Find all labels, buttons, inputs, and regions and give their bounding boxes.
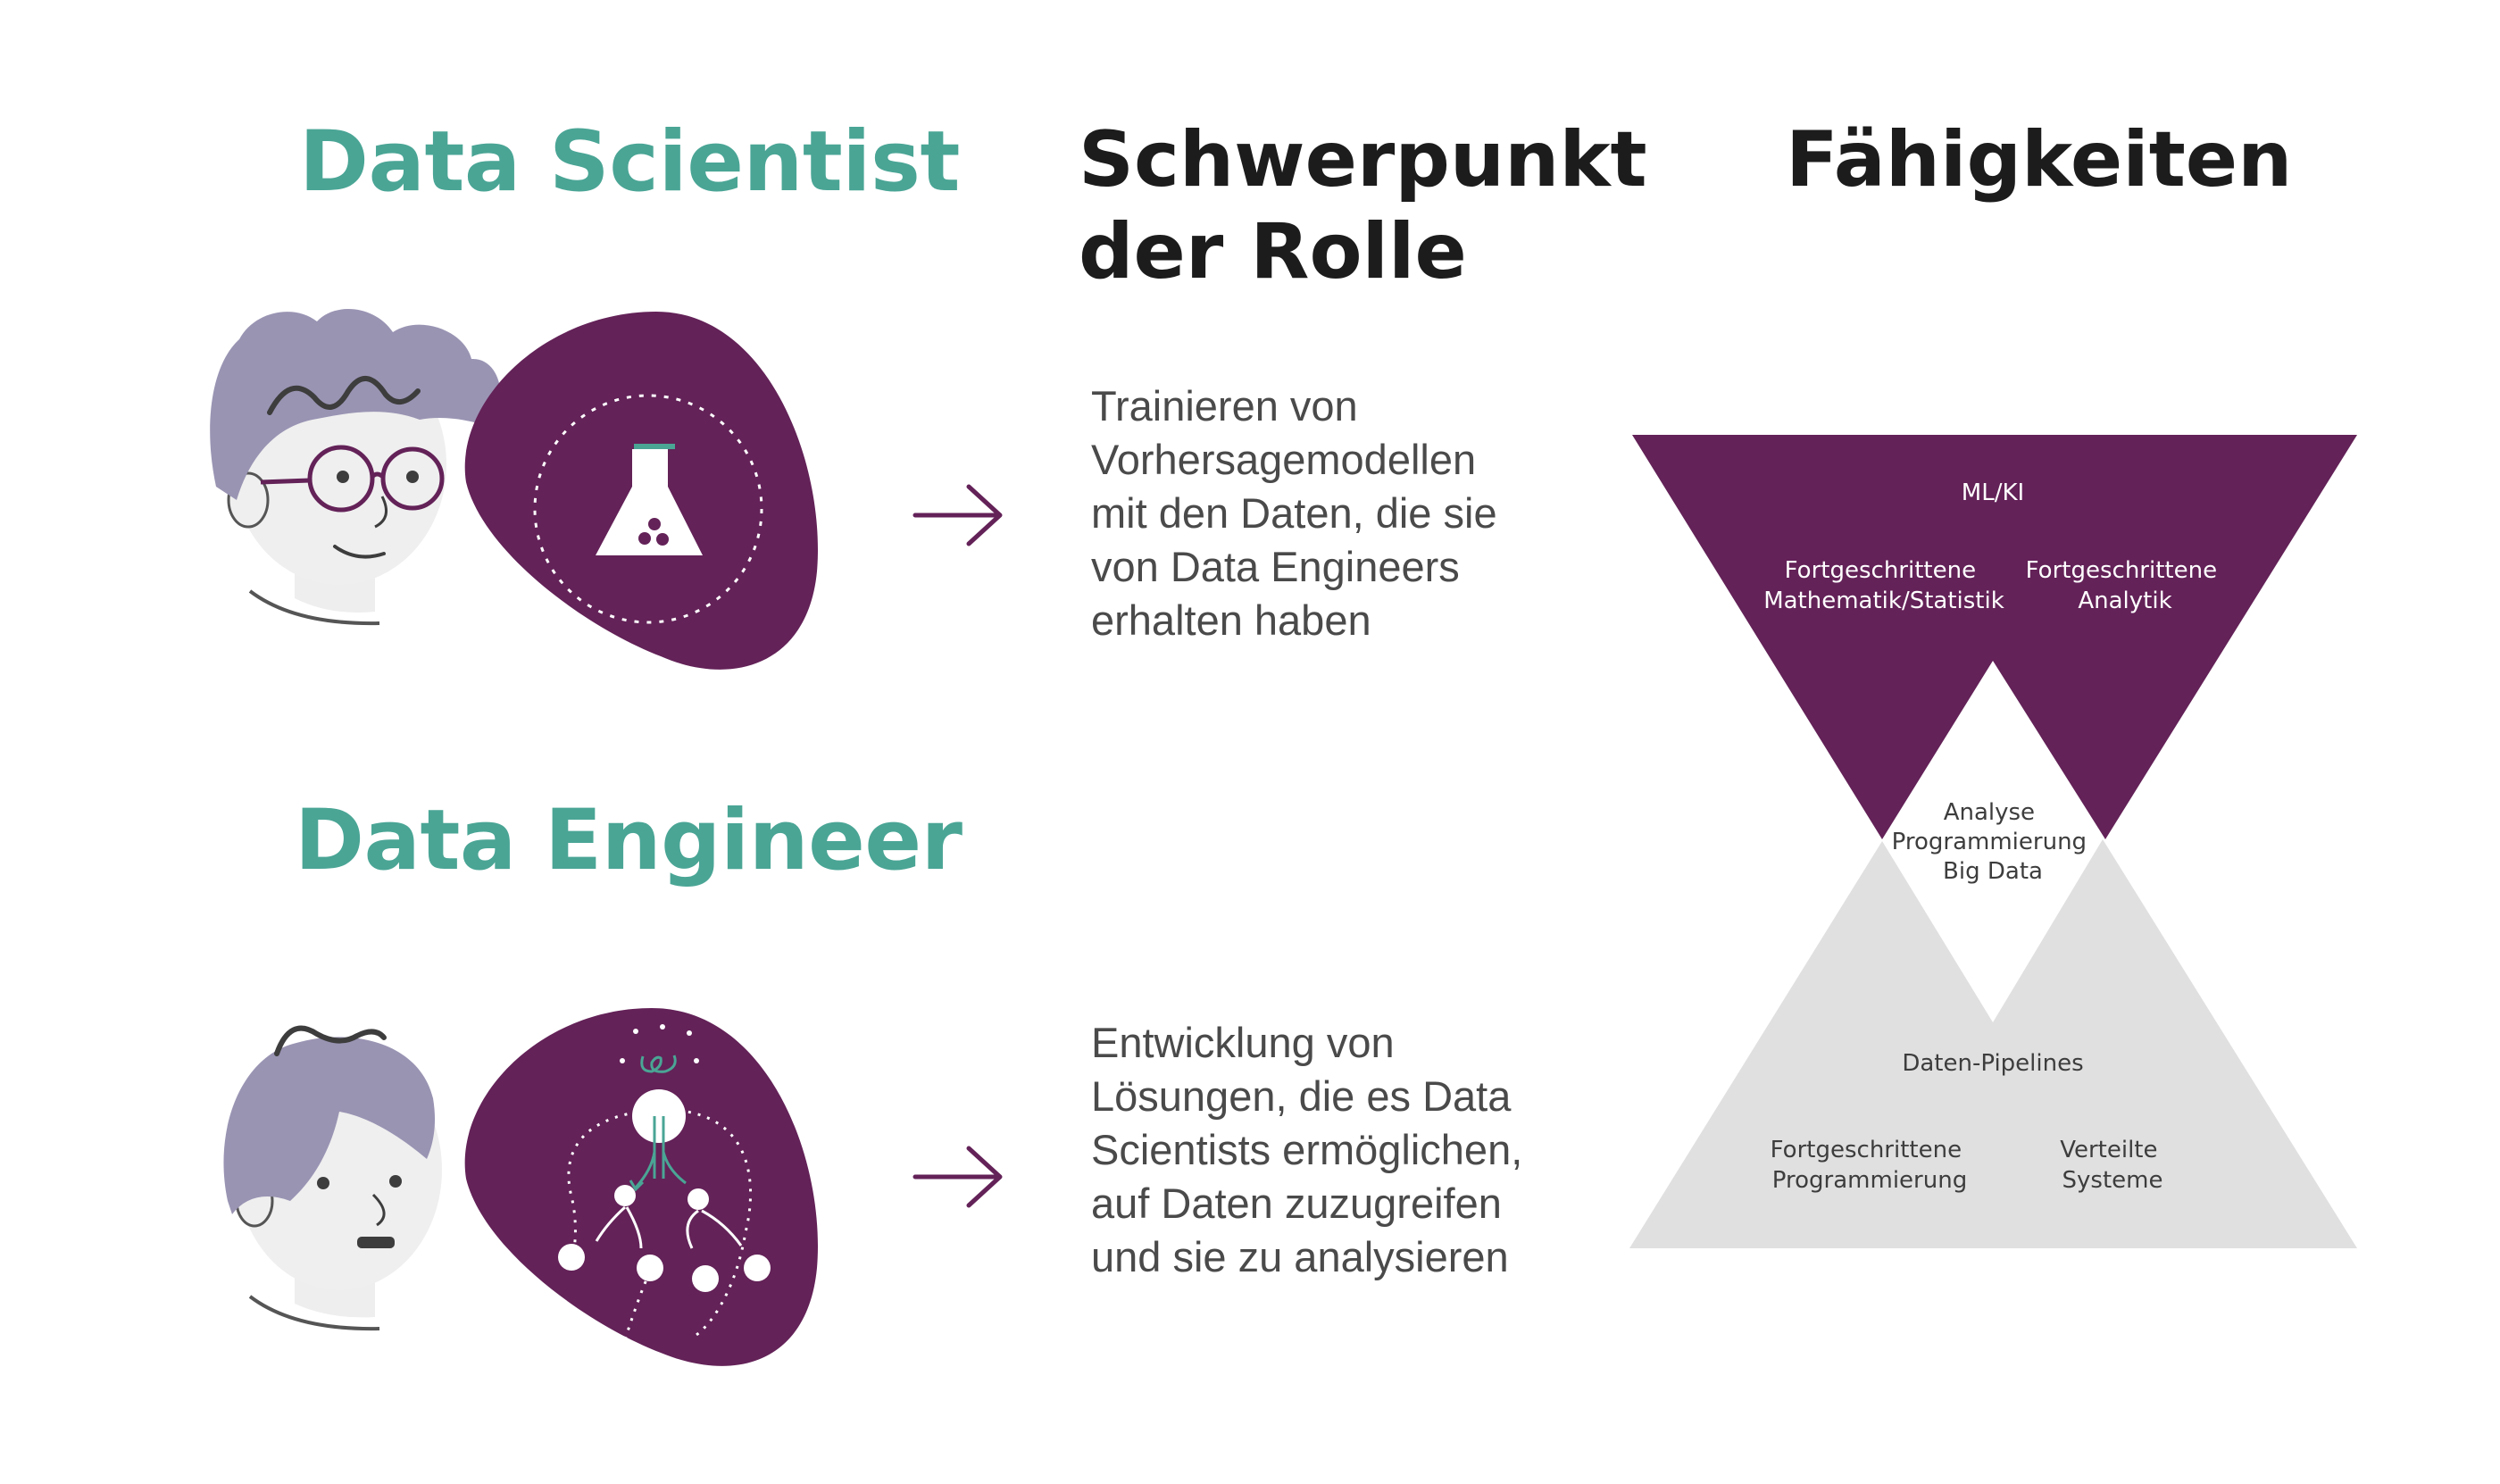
top-left-skill-line: Mathematik/Statistik [1763, 588, 2004, 614]
ds-shoulder-line [248, 589, 380, 626]
data-engineer-title: Data Engineer [295, 792, 962, 889]
de-desc-line: auf Daten zuzugreifen [1091, 1180, 1502, 1227]
ds-desc-line: von Data Engineers [1091, 543, 1460, 590]
de-mustache [357, 1237, 395, 1248]
ds-glasses-bridge [260, 471, 385, 485]
ds-mouth [333, 545, 386, 559]
top-left-skill-line: Fortgeschrittene [1785, 557, 1976, 584]
data-scientist-title: Data Scientist [299, 113, 960, 211]
ds-hair [210, 309, 501, 500]
focus-title-line-2: der Rolle [1079, 207, 1467, 297]
bottom-gray-shape [1629, 839, 2357, 1248]
ds-eye-left [337, 471, 349, 483]
de-eye-right [389, 1175, 402, 1188]
ds-hair-squiggle [267, 375, 421, 415]
bottom-left-skill: Fortgeschrittene Programmierung [1771, 1137, 1970, 1194]
bottom-right-skill-line: Verteilte [2060, 1137, 2157, 1163]
de-desc-line: Lösungen, die es Data [1091, 1072, 1512, 1120]
de-desc-line: und sie zu analysieren [1091, 1233, 1509, 1280]
de-desc-line: Scientists ermöglichen, [1091, 1126, 1523, 1173]
flask-badge [464, 312, 819, 670]
top-headline: ML/KI [1962, 479, 2024, 506]
ds-dotted-ring [533, 394, 763, 624]
focus-title-line-1: Schwerpunkt [1079, 115, 1647, 204]
flask-icon [596, 444, 703, 555]
overlap-skills: Analyse Programmierung Big Data [1892, 799, 2095, 885]
top-right-skill-line: Analytik [2078, 588, 2171, 614]
bottom-headline: Daten-Pipelines [1902, 1050, 2083, 1077]
data-engineer-description: Entwicklung von Lösungen, die es Data Sc… [1091, 1016, 1591, 1284]
top-left-skill: Fortgeschrittene Mathematik/Statistik [1763, 557, 2004, 614]
data-scientist-avatar [210, 309, 501, 626]
ds-eye-right [406, 471, 419, 483]
arrow-icon [912, 1146, 1003, 1208]
arrow-icon [912, 484, 1003, 546]
de-shoulder-line [248, 1295, 380, 1331]
de-desc-line: Entwicklung von [1091, 1019, 1395, 1066]
top-purple-shape [1632, 435, 2357, 839]
overlap-skill-line: Big Data [1943, 858, 2043, 885]
overlap-skill-line: Analyse [1944, 799, 2035, 826]
top-right-skill-line: Fortgeschrittene [2026, 557, 2217, 584]
top-right-skill: Fortgeschrittene Analytik [2026, 557, 2225, 614]
de-eye-left [317, 1177, 329, 1189]
pipeline-badge [464, 1008, 819, 1366]
ds-desc-line: erhalten haben [1091, 596, 1371, 644]
de-nose [371, 1193, 386, 1227]
bottom-right-skill: Verteilte Systeme [2060, 1137, 2165, 1194]
ds-desc-line: mit den Daten, die sie [1091, 489, 1497, 537]
bottom-left-skill-line: Fortgeschrittene [1771, 1137, 1962, 1163]
ds-nose [374, 496, 388, 529]
de-hair [223, 1037, 436, 1214]
de-blob [464, 1008, 819, 1366]
skills-diagram: ML/KI Fortgeschrittene Mathematik/Statis… [1629, 435, 2357, 1248]
ds-desc-line: Trainieren von [1091, 382, 1358, 429]
data-scientist-description: Trainieren von Vorhersagemodellen mit de… [1091, 379, 1591, 647]
ds-glasses-left [307, 445, 375, 513]
bottom-right-skill-line: Systeme [2062, 1167, 2163, 1194]
ds-glasses-right [380, 446, 445, 511]
focus-column-title: Schwerpunkt der Rolle [1079, 114, 1647, 298]
ds-desc-line: Vorhersagemodellen [1091, 436, 1477, 483]
data-engineer-avatar [223, 1025, 442, 1331]
de-hair-curl [274, 1025, 387, 1056]
overlap-skill-line: Programmierung [1892, 829, 2087, 855]
pipeline-network-icon [558, 1024, 771, 1340]
skills-column-title: Fähigkeiten [1786, 115, 2293, 204]
bottom-left-skill-line: Programmierung [1772, 1167, 1967, 1194]
